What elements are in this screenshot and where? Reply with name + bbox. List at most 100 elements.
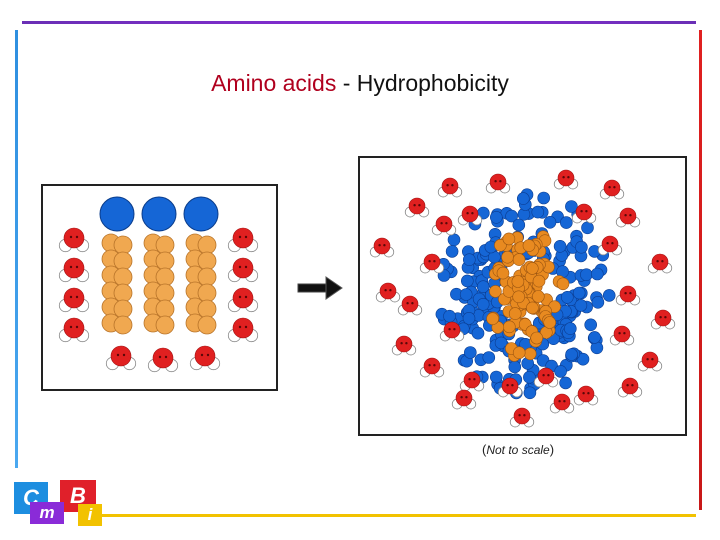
micelle-head-bead <box>447 233 461 247</box>
water-molecule <box>189 345 221 371</box>
micelle-head-bead <box>564 322 577 335</box>
lipid-tail-bead <box>155 315 175 335</box>
water-molecule <box>431 215 457 236</box>
micelle-head-bead <box>463 253 476 266</box>
water-molecule <box>369 237 395 258</box>
micelle-core-bead <box>556 277 570 291</box>
water-molecule <box>609 325 635 346</box>
micelle-head-bead <box>584 318 597 332</box>
micelle-head-bead <box>581 221 594 235</box>
lipid-tail-bead <box>113 315 133 335</box>
lipid-tail-bead <box>113 267 133 287</box>
micelle-core-bead <box>530 331 543 345</box>
micelle-head-bead <box>459 288 473 301</box>
micelle-head-bead <box>560 216 573 229</box>
logo-letter-i: i <box>78 504 102 526</box>
right-border-line <box>699 30 702 510</box>
micelle-core-bead <box>511 275 525 288</box>
micelle-head-bead <box>508 360 522 374</box>
water-molecule <box>404 197 430 218</box>
micelle-head-bead <box>523 386 537 400</box>
lipid-tail-bead <box>197 251 217 271</box>
micelle-head-bead <box>490 370 503 384</box>
lipid-tail-bead <box>197 267 217 287</box>
lipid-tail-bead <box>113 235 133 255</box>
micelle-core-bead <box>543 316 556 329</box>
micelle-head-bead <box>476 298 490 311</box>
micelle-core-bead <box>532 274 546 288</box>
micelle-head-bead <box>559 376 572 390</box>
micelle-head-bead <box>464 346 477 359</box>
top-border-line <box>22 21 696 24</box>
micelle-head-bead <box>575 240 588 254</box>
lipid-tail-bead <box>155 267 175 287</box>
water-molecule <box>147 347 179 373</box>
lipid-head <box>99 196 135 232</box>
water-molecule <box>437 177 463 198</box>
micelle-core-bead <box>522 239 536 252</box>
micelle-head-bead <box>523 370 536 384</box>
micelle-head-bead <box>531 205 545 219</box>
lipid-tail-bead <box>113 251 133 271</box>
water-molecule <box>509 407 535 428</box>
micelle-core-bead <box>508 307 522 320</box>
water-molecule <box>439 321 465 342</box>
bilayer-diagram <box>58 196 259 373</box>
water-molecule <box>599 179 625 200</box>
lipid-head <box>183 196 219 232</box>
slide-title: Amino acids - Hydrophobicity <box>0 70 720 97</box>
water-molecule <box>533 367 559 388</box>
micelle-core-bead <box>532 290 545 303</box>
water-molecule <box>615 285 641 306</box>
micelle-core-bead <box>489 285 502 298</box>
micelle-head-bead <box>580 268 593 281</box>
water-molecule <box>227 287 259 313</box>
micelle-head-bead <box>565 200 578 213</box>
micelle-core-bead <box>501 250 514 264</box>
micelle-core-bead <box>526 301 539 315</box>
micelle-diagram <box>369 169 676 428</box>
scale-note-text: Not to scale <box>486 443 550 457</box>
lipid-tail-bead <box>197 315 217 335</box>
lipid-tail-bead <box>197 299 217 319</box>
lipid-tail-bead <box>155 299 175 319</box>
micelle-head-bead <box>482 351 496 364</box>
micelle-core-bead <box>523 347 537 361</box>
micelle-head-bead <box>591 296 605 309</box>
water-molecule <box>485 173 511 194</box>
micelle-core-bead <box>512 290 525 304</box>
micelle-panel <box>358 156 687 436</box>
lipid-tail-bead <box>197 283 217 303</box>
micelle-head-bead <box>537 191 550 205</box>
micelle-core-bead <box>486 312 499 325</box>
water-molecule <box>397 295 423 316</box>
water-molecule <box>58 227 90 253</box>
micelle-core-bead <box>502 232 516 246</box>
micelle-head-bead <box>471 326 485 340</box>
lipid-tail-bead <box>113 299 133 319</box>
left-border-line <box>15 30 18 468</box>
water-molecule <box>227 227 259 253</box>
water-molecule <box>573 385 599 406</box>
scale-note: (Not to scale) <box>482 442 555 457</box>
micelle-head-bead <box>565 348 578 361</box>
lipid-head <box>141 196 177 232</box>
water-molecule <box>637 351 663 372</box>
micelle-head-bead <box>574 299 588 312</box>
water-molecule <box>615 207 641 228</box>
micelle-core-bead <box>526 262 539 275</box>
bottom-border-line <box>100 514 696 517</box>
water-molecule <box>497 377 523 398</box>
water-molecule <box>549 393 575 414</box>
micelle-core-bead <box>503 320 516 334</box>
water-molecule <box>58 317 90 343</box>
lipid-tail-bead <box>197 235 217 255</box>
water-molecule <box>419 253 445 274</box>
water-molecule <box>105 345 137 371</box>
micelle-core-bead <box>512 346 526 359</box>
logo-letter-m: m <box>30 502 64 524</box>
micelle-head-bead <box>443 309 456 323</box>
water-molecule <box>227 257 259 283</box>
micelle-head-bead <box>445 245 459 258</box>
micelle-head-bead <box>588 331 601 344</box>
